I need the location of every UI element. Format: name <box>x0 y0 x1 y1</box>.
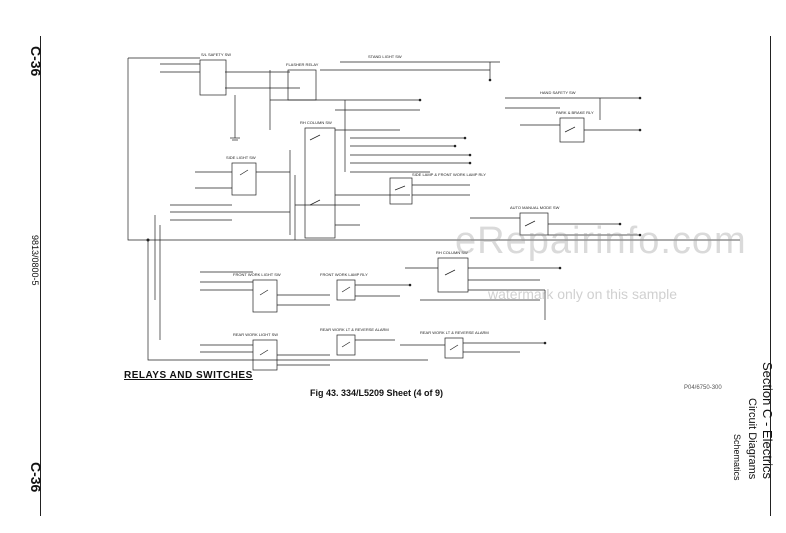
reference-code: P04/6750-300 <box>684 385 722 391</box>
component-label: HAND SAFETY SW <box>540 90 576 95</box>
component-label: RH COLUMN SW <box>300 120 332 125</box>
component-label: SIDE LIGHT SW <box>226 155 256 160</box>
component-label: REAR WORK LIGHT SW <box>233 332 278 337</box>
component-label: S/L SAFETY SW <box>201 52 231 57</box>
component-label: RH COLUMN SW <box>436 250 468 255</box>
component-label: SIDE LAMP & FRONT WORK LAMP RLY <box>412 172 486 177</box>
right-margin-rule <box>770 36 771 516</box>
component-label: REAR WORK LT & REVERSE ALARM <box>320 327 389 332</box>
component-label: FLASHER RELAY <box>286 62 319 67</box>
watermark-logo: eRepairinfo.com <box>455 220 747 262</box>
left-margin-rule <box>40 36 41 516</box>
component-label: AUTO MANUAL MODE SW <box>510 205 560 210</box>
component-label: STAND LIGHT SW <box>368 54 402 59</box>
watermark-notice: watermark only on this sample <box>488 286 678 302</box>
figure-caption: Fig 43. 334/L5209 Sheet (4 of 9) <box>310 388 444 398</box>
component-label: FRONT WORK LIGHT SW <box>233 272 281 277</box>
component-label: REAR WORK LT & REVERSE ALARM <box>420 330 489 335</box>
component-label: FRONT WORK LAMP RLY <box>320 272 368 277</box>
component-label: PARK & BRAKE RLY <box>556 110 594 115</box>
diagram-title-label: RELAYS AND SWITCHES <box>124 370 253 381</box>
